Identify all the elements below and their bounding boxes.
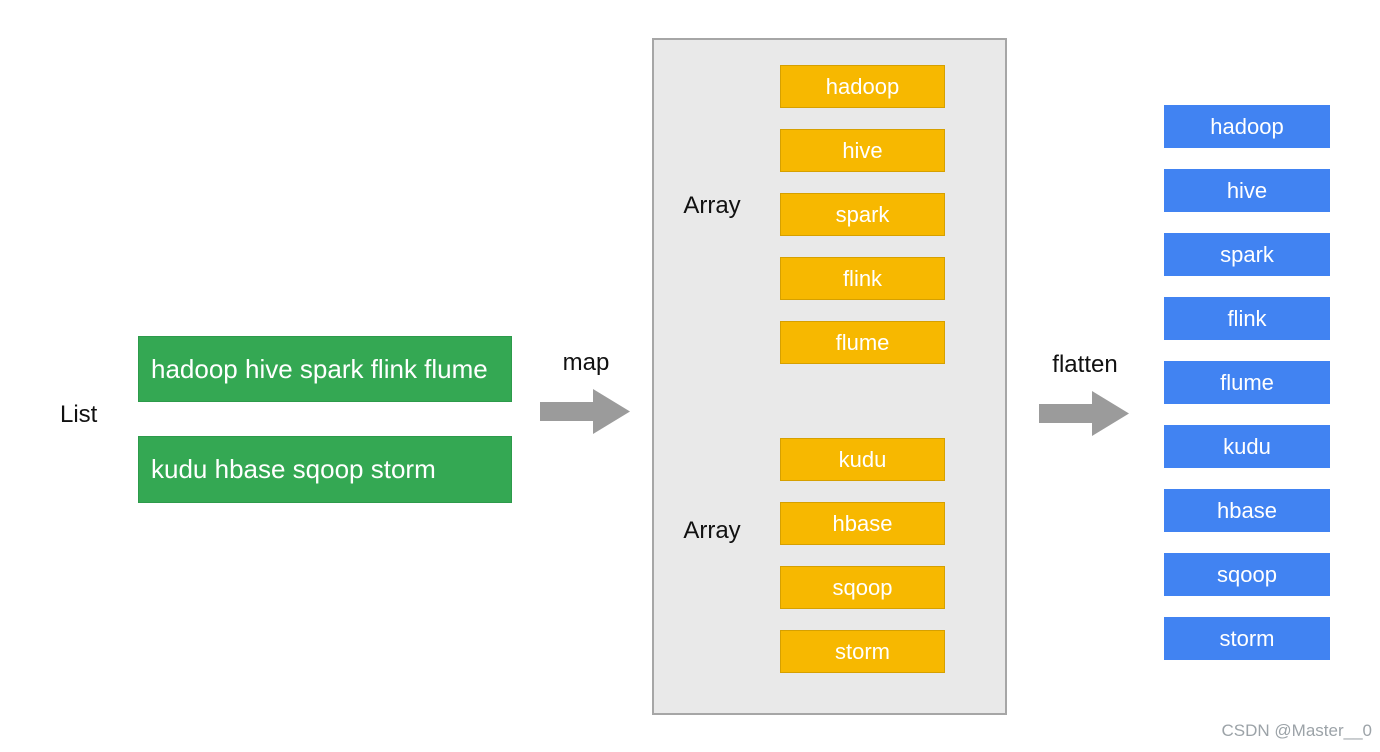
array-item-box: kudu	[780, 438, 945, 481]
array-group-2: kudu hbase sqoop storm	[780, 438, 945, 673]
arrays-panel: Array hadoop hive spark flink flume Arra…	[652, 38, 1007, 715]
array-label: Array	[683, 192, 741, 219]
result-item-box: hadoop	[1164, 105, 1330, 148]
flatten-step: flatten	[1030, 351, 1140, 438]
result-item-box: hbase	[1164, 489, 1330, 532]
array-item-box: hadoop	[780, 65, 945, 108]
flattened-result-list: hadoop hive spark flink flume kudu hbase…	[1164, 105, 1330, 660]
result-item-box: flink	[1164, 297, 1330, 340]
result-item-box: hive	[1164, 169, 1330, 212]
array-item-box: storm	[780, 630, 945, 673]
array-label: Array	[683, 517, 741, 544]
list-label: List	[60, 401, 98, 428]
list-item-box: kudu hbase sqoop storm	[138, 436, 512, 503]
list-item-box: hadoop hive spark flink flume	[138, 336, 512, 402]
result-item-box: storm	[1164, 617, 1330, 660]
array-item-box: spark	[780, 193, 945, 236]
result-item-box: sqoop	[1164, 553, 1330, 596]
array-item-box: flume	[780, 321, 945, 364]
array-group-1: hadoop hive spark flink flume	[780, 65, 945, 364]
result-item-box: flume	[1164, 361, 1330, 404]
result-item-box: spark	[1164, 233, 1330, 276]
watermark: CSDN @Master__0	[1221, 721, 1372, 740]
array-item-box: sqoop	[780, 566, 945, 609]
map-label: map	[562, 349, 610, 376]
map-step: map	[540, 349, 632, 436]
right-block-arrow-icon	[1039, 391, 1129, 436]
flatten-label: flatten	[1052, 351, 1118, 378]
right-block-arrow-icon	[540, 389, 630, 434]
result-item-box: kudu	[1164, 425, 1330, 468]
array-item-box: flink	[780, 257, 945, 300]
array-item-box: hbase	[780, 502, 945, 545]
array-item-box: hive	[780, 129, 945, 172]
